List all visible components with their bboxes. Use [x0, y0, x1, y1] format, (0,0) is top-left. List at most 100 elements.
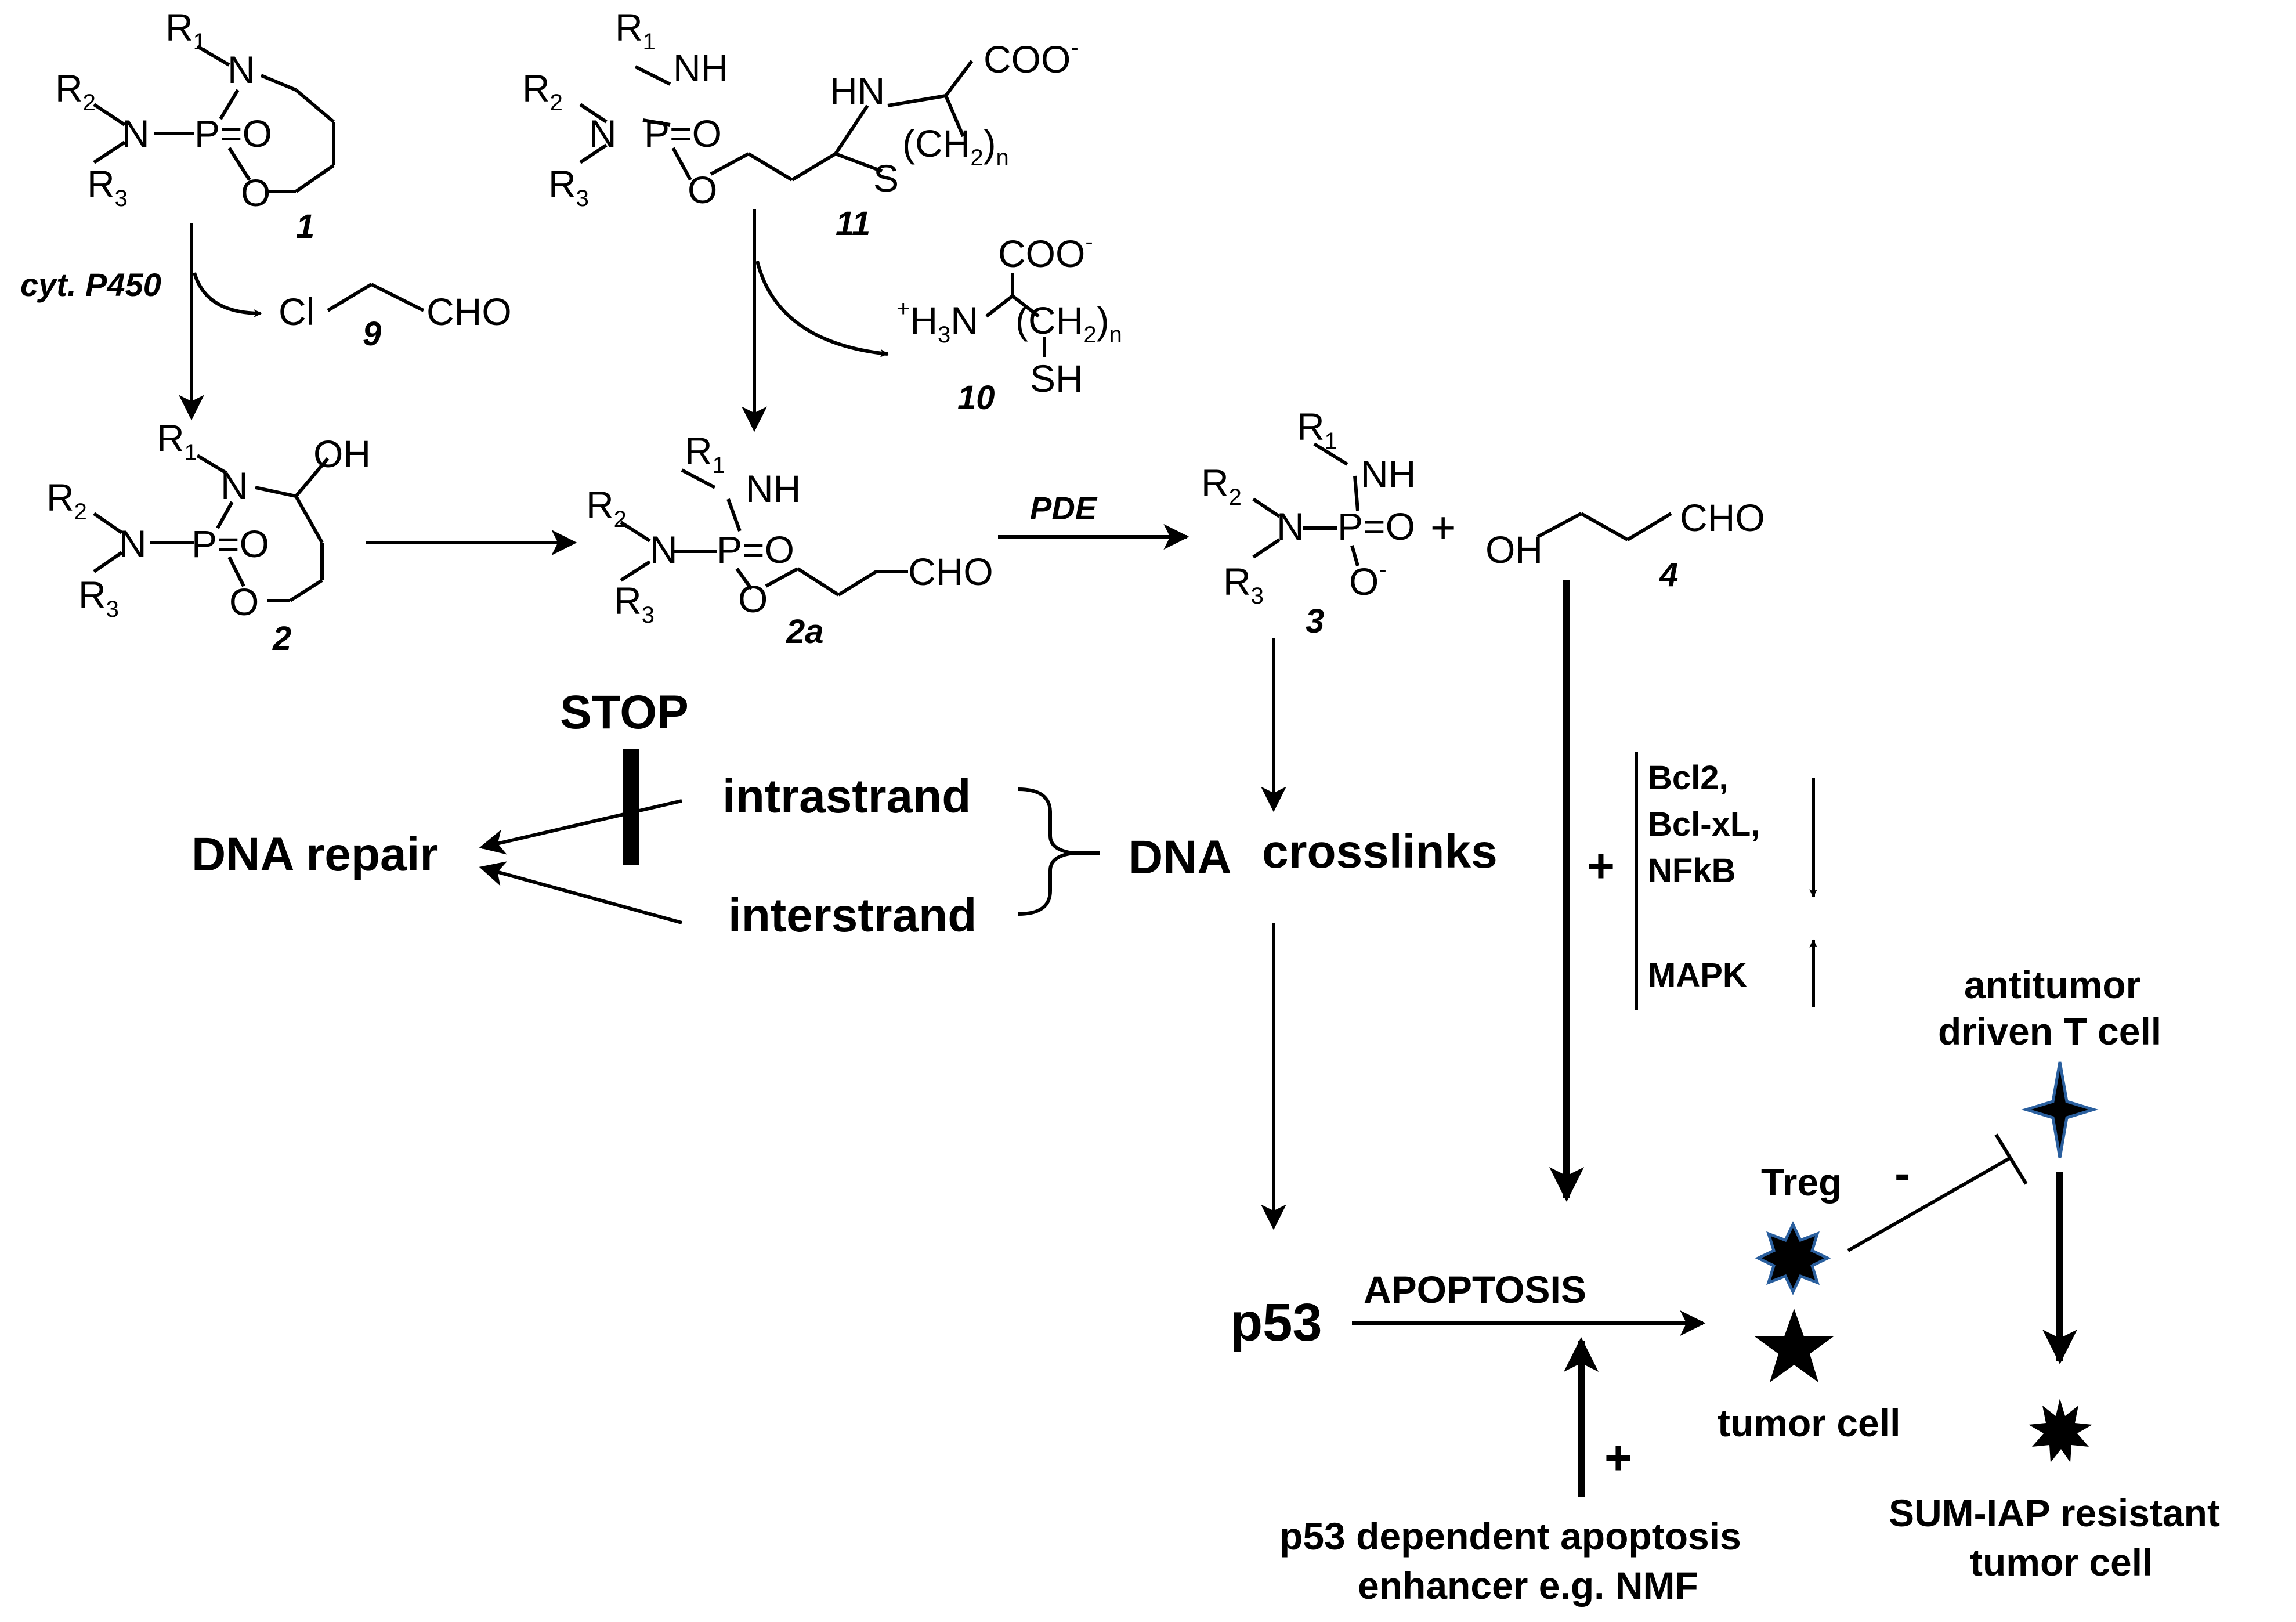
compound-9: Cl CHO 9	[279, 283, 512, 353]
c4-oh: OH	[1485, 528, 1543, 571]
c11-r2: R2	[522, 67, 563, 115]
c4-number: 4	[1659, 556, 1678, 594]
c2a-n: N	[650, 528, 678, 571]
treg-cell-icon	[1755, 1221, 1831, 1295]
c2a-cho: CHO	[908, 550, 993, 593]
c2-r2: R2	[46, 476, 87, 525]
plus-join: +	[1430, 503, 1456, 552]
c11-o: O	[688, 168, 717, 211]
c11-hn: HN	[830, 70, 885, 113]
interstrand-label: interstrand	[728, 889, 977, 942]
c11-n: N	[589, 112, 617, 155]
apoptosis-label: APOPTOSIS	[1364, 1268, 1586, 1311]
compound-4	[1536, 512, 1672, 541]
c11-ch2n: (CH2)n	[902, 122, 1009, 171]
c1-ring-n: N	[227, 48, 255, 91]
resistant-line2: tumor cell	[1970, 1541, 2153, 1584]
compound-2a	[620, 468, 908, 597]
crosslinks-label: crosslinks	[1262, 825, 1498, 878]
c2a-r2: R2	[586, 483, 627, 532]
c3-n: N	[1277, 505, 1304, 548]
c11-coo: COO-	[984, 35, 1079, 81]
c11-s: S	[873, 157, 899, 200]
c11-r1: R1	[615, 6, 656, 55]
c1-n: N	[122, 112, 150, 155]
enhancer-line2: enhancer e.g. NMF	[1358, 1564, 1698, 1607]
c9-cho: CHO	[426, 290, 512, 333]
c2a-o: O	[738, 577, 768, 620]
c3-r3: R3	[1223, 560, 1264, 609]
compound-3	[1252, 442, 1359, 566]
bcl2-label: Bcl2,	[1648, 759, 1729, 797]
antitumor-line2: driven T cell	[1938, 1010, 2161, 1053]
c10-h3n: +H3N	[896, 296, 978, 348]
c10-sh: SH	[1030, 357, 1083, 400]
compound-10: +H3N COO- (CH2)n SH 10	[896, 229, 1122, 417]
c2a-number: 2a	[786, 613, 824, 651]
c9-cl: Cl	[279, 290, 314, 333]
c2-r1: R1	[157, 417, 197, 465]
c1-ring-o: O	[241, 171, 270, 214]
resistant-cell-icon	[2029, 1399, 2092, 1462]
inhibition-bar	[1994, 1133, 2028, 1185]
minus-label: -	[1894, 1147, 1910, 1200]
c2-p: P=O	[191, 522, 269, 565]
c3-number: 3	[1306, 602, 1324, 640]
c1-number: 1	[296, 208, 314, 245]
c9-number: 9	[363, 315, 381, 353]
c3-nh: NH	[1361, 453, 1416, 496]
c2a-r1: R1	[685, 429, 725, 478]
c2-ring-o: O	[229, 580, 259, 623]
c2-ring-n: N	[220, 464, 248, 507]
dna-label: DNA	[1129, 831, 1232, 884]
c1-r2: R2	[55, 67, 96, 115]
treg-label: Treg	[1761, 1161, 1842, 1204]
c2-r3: R3	[78, 573, 119, 622]
compound-1	[93, 45, 335, 193]
p53-label: p53	[1230, 1293, 1322, 1352]
cyt-p450-label: cyt. P450	[20, 266, 161, 303]
brace	[1018, 787, 1074, 916]
nfkb-label: NFkB	[1648, 852, 1735, 890]
mapk-label: MAPK	[1648, 956, 1747, 994]
c10-ch2n: (CH2)n	[1015, 299, 1122, 348]
c2-n: N	[119, 522, 147, 565]
compound-11	[579, 60, 974, 182]
c2-number: 2	[272, 620, 291, 658]
stop-bar	[623, 749, 639, 865]
resistant-line1: SUM-IAP resistant	[1889, 1491, 2220, 1534]
c3-o-minus: O-	[1349, 557, 1387, 603]
plus-mid: +	[1587, 840, 1615, 893]
stop-label: STOP	[560, 686, 689, 739]
plus-bottom: +	[1604, 1432, 1632, 1484]
inhibition-line	[1847, 1156, 2012, 1252]
c11-p: P=O	[644, 112, 722, 155]
c11-number: 11	[836, 205, 870, 243]
c2-oh: OH	[313, 432, 371, 475]
c11-nh: NH	[673, 46, 728, 89]
pde-label: PDE	[1030, 490, 1098, 526]
c3-r2: R2	[1201, 461, 1242, 510]
arrow-release-10	[755, 261, 889, 357]
t-cell-icon	[2021, 1061, 2099, 1158]
c1-r3: R3	[87, 162, 128, 211]
arrow-release-9	[193, 272, 262, 317]
c11-r3: R3	[548, 162, 589, 211]
enhancer-line1: p53 dependent apoptosis	[1279, 1515, 1741, 1558]
c2a-p: P=O	[717, 528, 794, 571]
intrastrand-label: intrastrand	[722, 770, 971, 823]
c2a-r3: R3	[614, 579, 655, 628]
compound-2	[93, 454, 330, 602]
c4-cho: CHO	[1680, 496, 1765, 539]
c3-r1: R1	[1297, 405, 1337, 454]
tumor-cell-label: tumor cell	[1718, 1401, 1900, 1444]
arrow-interstrand-repair	[479, 861, 682, 924]
c10-number: 10	[957, 379, 995, 417]
tumor-cell-icon	[1755, 1309, 1834, 1382]
c2a-nh: NH	[746, 467, 801, 510]
bclxl-label: Bcl-xL,	[1648, 805, 1760, 843]
c1-r1: R1	[165, 6, 206, 55]
c10-coo: COO-	[998, 229, 1093, 275]
